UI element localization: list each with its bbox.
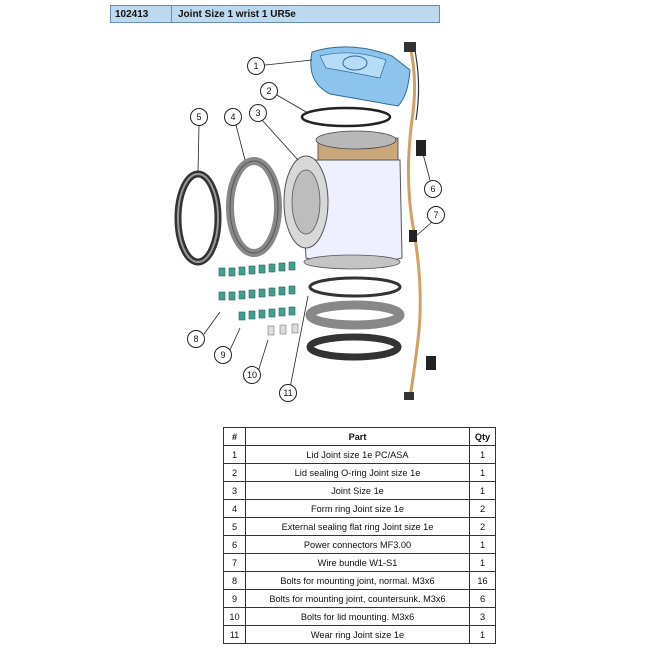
row-num: 2 — [223, 463, 246, 482]
document-header: 102413 Joint Size 1 wrist 1 UR5e — [110, 5, 440, 23]
callout-6: 6 — [424, 180, 442, 198]
lid-part — [310, 46, 411, 107]
callout-9: 9 — [214, 346, 232, 364]
part-number: 102413 — [111, 6, 172, 22]
col-header-num: # — [223, 427, 246, 446]
row-num: 1 — [223, 445, 246, 464]
row-part: External sealing flat ring Joint size 1e — [245, 517, 470, 536]
row-part: Bolts for mounting joint, normal. M3x6 — [245, 571, 470, 590]
callout-8: 8 — [187, 330, 205, 348]
callout-10: 10 — [243, 366, 261, 384]
row-num: 7 — [223, 553, 246, 572]
row-qty: 2 — [469, 517, 496, 536]
o-ring-part — [300, 106, 392, 128]
bolts-part — [218, 261, 299, 336]
row-qty: 2 — [469, 499, 496, 518]
row-part: Lid sealing O-ring Joint size 1e — [245, 463, 470, 482]
row-qty: 16 — [469, 571, 496, 590]
col-header-qty: Qty — [469, 427, 496, 446]
col-header-part: Part — [245, 427, 470, 446]
row-part: Wear ring Joint size 1e — [245, 625, 470, 644]
row-qty: 1 — [469, 481, 496, 500]
row-part: Joint Size 1e — [245, 481, 470, 500]
callout-3: 3 — [249, 104, 267, 122]
row-qty: 1 — [469, 535, 496, 554]
joint-body-part — [283, 130, 403, 270]
row-part: Bolts for mounting joint, countersunk. M… — [245, 589, 470, 608]
row-qty: 1 — [469, 553, 496, 572]
row-qty: 1 — [469, 625, 496, 644]
row-num: 10 — [223, 607, 246, 626]
table-header-row: # Part Qty — [223, 427, 496, 446]
row-num: 9 — [223, 589, 246, 608]
row-num: 3 — [223, 481, 246, 500]
callout-5: 5 — [190, 108, 208, 126]
row-qty: 1 — [469, 445, 496, 464]
lower-flat-ring-part — [306, 333, 402, 361]
row-num: 6 — [223, 535, 246, 554]
row-qty: 6 — [469, 589, 496, 608]
row-qty: 1 — [469, 463, 496, 482]
row-part: Bolts for lid mounting. M3x6 — [245, 607, 470, 626]
callout-11: 11 — [279, 384, 297, 402]
flat-ring-part — [174, 170, 222, 266]
form-ring-part — [226, 157, 282, 257]
row-qty: 3 — [469, 607, 496, 626]
lower-form-ring-part — [305, 300, 405, 330]
row-part: Wire bundle W1-S1 — [245, 553, 470, 572]
row-num: 11 — [223, 625, 246, 644]
row-num: 8 — [223, 571, 246, 590]
document-title: Joint Size 1 wrist 1 UR5e — [172, 6, 439, 22]
wear-ring-part — [308, 276, 402, 298]
callout-1: 1 — [247, 57, 265, 75]
row-num: 4 — [223, 499, 246, 518]
row-part: Power connectors MF3.00 — [245, 535, 470, 554]
callout-4: 4 — [224, 108, 242, 126]
exploded-view-drawing — [174, 42, 436, 400]
callout-2: 2 — [260, 82, 278, 100]
row-part: Form ring Joint size 1e — [245, 499, 470, 518]
callout-7: 7 — [427, 206, 445, 224]
row-num: 5 — [223, 517, 246, 536]
row-part: Lid Joint size 1e PC/ASA — [245, 445, 470, 464]
